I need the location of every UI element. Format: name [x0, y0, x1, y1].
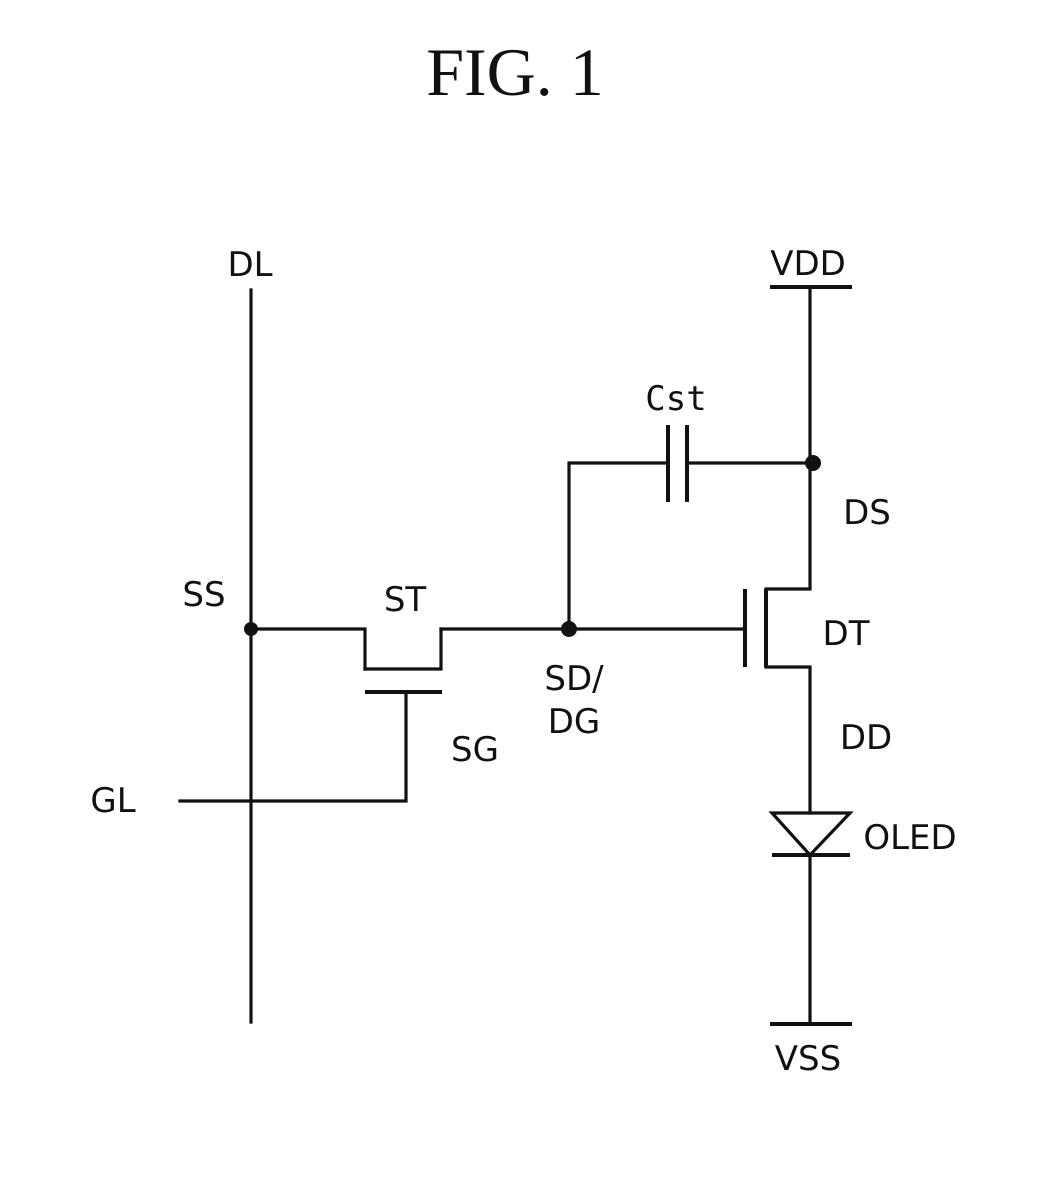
label-ss: SS	[182, 575, 225, 615]
label-dt: DT	[823, 614, 870, 654]
label-sd: SD/	[544, 659, 604, 699]
dt-to-oled-wire	[766, 667, 810, 813]
label-gl: GL	[90, 781, 135, 821]
label-cst: Cst	[645, 379, 706, 419]
label-dd: DD	[840, 718, 892, 758]
node-ss	[244, 622, 258, 636]
gate-line-wire	[180, 692, 406, 801]
label-sg: SG	[451, 730, 499, 770]
label-oled: OLED	[863, 818, 956, 858]
label-dl: DL	[227, 245, 272, 285]
label-vss: VSS	[775, 1039, 841, 1079]
label-ds: DS	[843, 493, 891, 533]
label-vdd: VDD	[770, 244, 846, 284]
switch-source-wire	[251, 629, 365, 669]
node-sd-dg	[561, 621, 577, 637]
label-dg: DG	[548, 702, 601, 742]
capacitor-left-wire	[569, 463, 668, 629]
switch-channel	[365, 629, 441, 669]
label-st: ST	[384, 580, 427, 620]
vdd-to-dt-wire	[766, 287, 810, 589]
figure-title: FIG. 1	[426, 34, 604, 110]
oled-diode-symbol	[772, 813, 850, 855]
node-ds	[805, 455, 821, 471]
